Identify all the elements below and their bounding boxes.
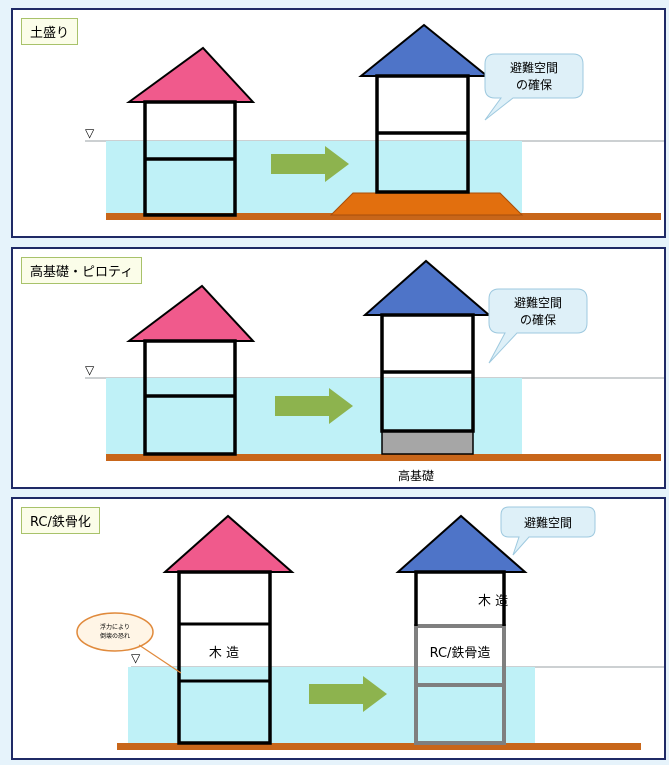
callout-line-2: の確保: [520, 312, 556, 327]
earth-mound: [329, 192, 524, 216]
arrow-right-icon: [309, 676, 387, 712]
panel-title: RC/鉄骨化: [21, 507, 100, 534]
callout-bubble: [488, 288, 588, 364]
ground: [106, 454, 661, 461]
embankment-diagram: ▽ 避難空間 の確保: [85, 23, 664, 220]
panel-high-foundation: ▽ 避難空間 の確保 高基礎 高基礎・ピロティ: [11, 247, 666, 489]
left-house-walls: [177, 570, 272, 745]
callout-line-1: 避難空間: [514, 295, 562, 310]
callout-bubble: [500, 506, 596, 556]
panel-rc-steel: ▽ 木 造 浮力により 倒壊の恐れ 木 造 RC/鉄骨造 避難空間 RC/鉄骨化: [11, 497, 666, 760]
foundation-label: 高基礎: [398, 468, 434, 483]
warning-bubble: [76, 612, 154, 652]
panel-title: 土盛り: [21, 18, 79, 45]
rc-steel-diagram: ▽ 木 造 浮力により 倒壊の恐れ 木 造 RC/鉄骨造 避難空間: [76, 506, 664, 750]
left-house-roof: [125, 46, 256, 103]
water-level-symbol: ▽: [131, 651, 141, 665]
water-level-symbol: ▽: [85, 126, 95, 140]
panel-title: 高基礎・ピロティ: [21, 257, 143, 284]
right-house-roof: [362, 259, 492, 316]
water-level-symbol: ▽: [85, 363, 95, 377]
callout-line-1: 避難空間: [510, 60, 558, 75]
callout-line-1: 避難空間: [524, 515, 572, 530]
warning-line-2: 倒壊の恐れ: [100, 632, 130, 640]
arrow-right-icon: [271, 146, 349, 182]
rc-steel-label: RC/鉄骨造: [430, 646, 491, 661]
warning-line-1: 浮力により: [100, 623, 130, 631]
ground: [117, 743, 641, 750]
right-house-roof: [358, 23, 490, 77]
high-foundation-block: [381, 430, 474, 455]
callout-line-2: の確保: [516, 77, 552, 92]
wood-upper-walls: [414, 570, 506, 626]
arrow-right-icon: [275, 388, 353, 424]
left-house-roof: [162, 514, 295, 573]
right-wood-label: 木 造: [478, 594, 508, 609]
left-house-roof: [126, 284, 256, 342]
left-wood-label: 木 造: [209, 646, 239, 661]
high-foundation-diagram: ▽ 避難空間 の確保 高基礎: [85, 259, 664, 483]
flood-water: [128, 667, 535, 743]
ground: [106, 213, 661, 220]
callout-bubble: [484, 53, 584, 121]
warning-pointer: [138, 644, 182, 674]
panel-embankment: ▽ 避難空間 の確保 土盛り: [11, 8, 666, 238]
